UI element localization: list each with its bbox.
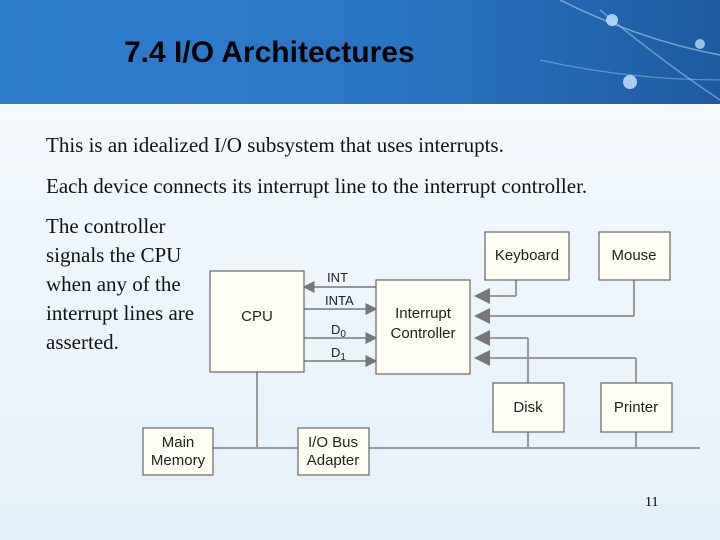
main-memory-label-line1: Main	[162, 434, 195, 451]
page-number: 11	[645, 495, 659, 510]
interrupt-controller-label-line2: Controller	[390, 325, 455, 342]
signal-int: INT	[327, 270, 348, 285]
keyboard-label: Keyboard	[495, 247, 559, 264]
printer-box	[600, 382, 673, 433]
interrupt-lines	[474, 280, 637, 383]
paragraph-3: The controller signals the CPU when any …	[46, 214, 195, 354]
disk-box	[492, 382, 565, 433]
main-memory-label-line2: Memory	[151, 452, 206, 469]
mouse-box	[598, 231, 671, 281]
io-bus-adapter-label-line1: I/O Bus	[308, 434, 358, 451]
paragraph-1: This is an idealized I/O subsystem that …	[46, 133, 504, 157]
paragraph-2: Each device connects its interrupt line …	[46, 174, 588, 198]
io-bus-adapter-label-line2: Adapter	[307, 452, 360, 469]
interrupt-controller-label-line1: Interrupt	[395, 305, 452, 322]
keyboard-box	[484, 231, 570, 281]
cpu-box	[209, 270, 305, 373]
header-decoration	[539, 0, 720, 101]
slide-title: 7.4 I/O Architectures	[124, 36, 415, 69]
signal-d0: D0	[331, 322, 346, 340]
header-bar: 7.4 I/O Architectures	[0, 0, 720, 104]
interrupt-controller-box	[375, 279, 471, 375]
io-bus-adapter-box	[297, 427, 370, 476]
main-memory-box	[142, 427, 214, 476]
printer-label: Printer	[614, 399, 658, 416]
disk-label: Disk	[513, 399, 543, 416]
signal-d1: D1	[331, 345, 346, 363]
signal-inta: INTA	[325, 293, 354, 308]
cpu-controller-signals	[302, 281, 378, 367]
mouse-label: Mouse	[611, 247, 656, 264]
cpu-label: CPU	[241, 308, 273, 325]
